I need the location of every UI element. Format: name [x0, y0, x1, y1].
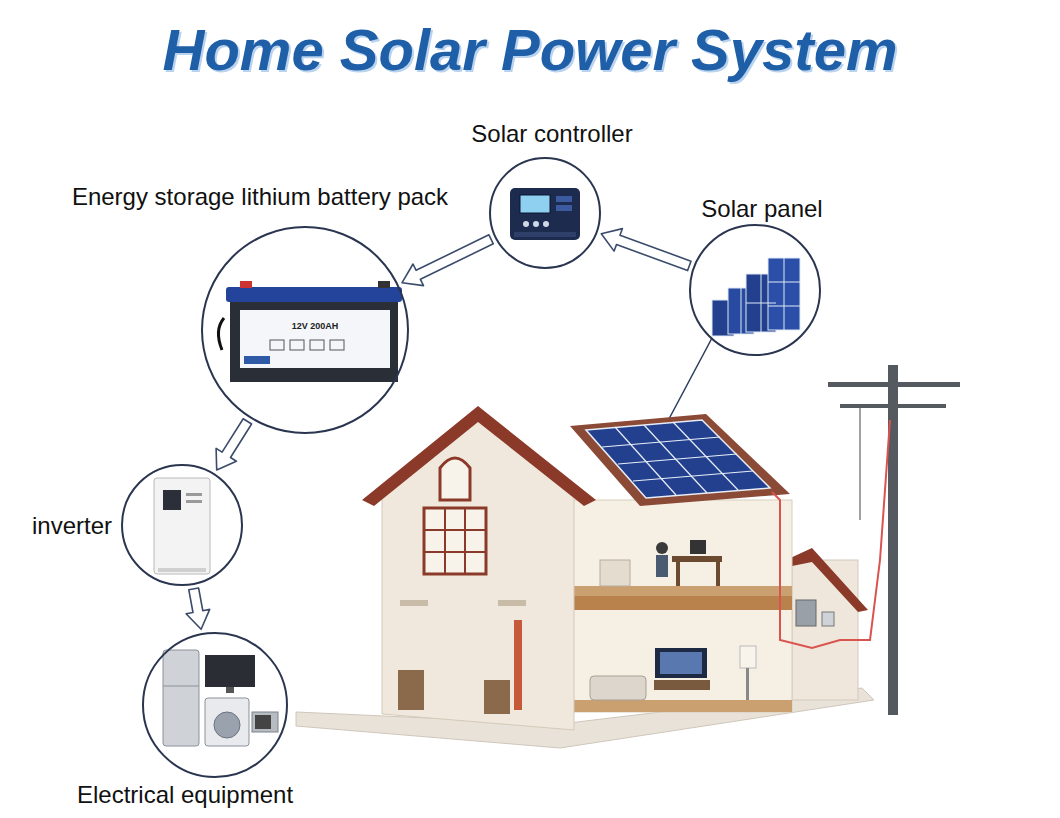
component-circle: Electrical equipment — [142, 632, 288, 778]
appliance-icon — [163, 650, 278, 746]
component-circle: inverter — [121, 464, 243, 586]
panel-icon — [712, 258, 800, 336]
component-circle: Solar controller — [489, 157, 601, 269]
flow-arrow — [186, 588, 210, 629]
component-label: inverter — [32, 512, 112, 540]
component-label: Energy storage lithium battery pack — [72, 183, 448, 211]
component-label: Electrical equipment — [77, 781, 293, 809]
component-circle: Solar panel — [689, 224, 821, 356]
flow-arrow — [402, 235, 493, 286]
flow-arrow — [216, 419, 252, 470]
inverter-icon — [154, 478, 210, 574]
battery-icon — [218, 281, 402, 382]
component-label: Solar panel — [701, 195, 822, 223]
flow-arrow — [601, 229, 691, 271]
diagram-title: Home Solar Power System — [0, 16, 1060, 83]
device-label: 12V 200AH — [292, 321, 339, 332]
controller-icon — [510, 188, 580, 240]
circle-grounds — [122, 158, 820, 777]
component-label: Solar controller — [471, 120, 632, 148]
house — [296, 406, 890, 748]
